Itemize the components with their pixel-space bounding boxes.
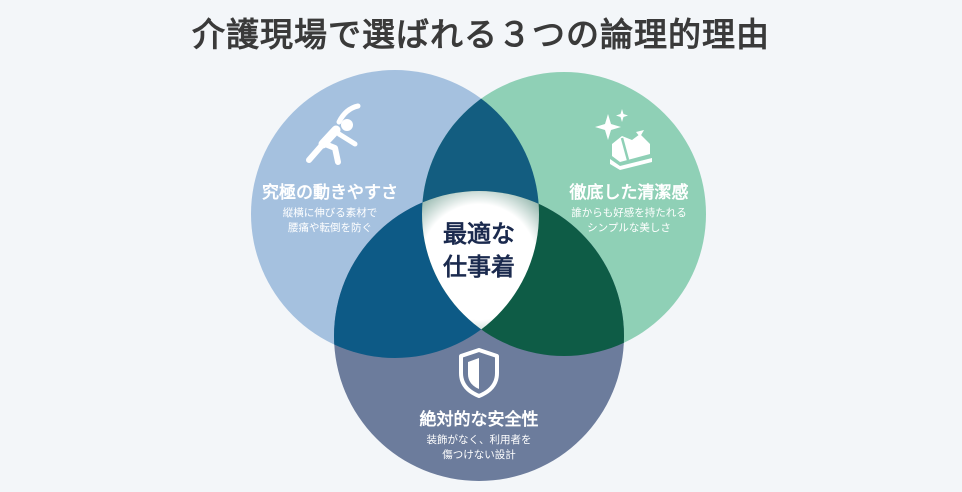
center-line-2: 仕事着 (443, 253, 515, 281)
shield-icon (459, 348, 499, 398)
label-cleanliness: 徹底した清潔感 誰からも好感を持たれる シンプルな美しさ (544, 178, 714, 236)
sub-cleanliness-1: 誰からも好感を持たれる (571, 207, 687, 219)
heading-mobility: 究極の動きやすさ (262, 183, 398, 203)
sparkling-folded-clothes-icon (595, 109, 652, 170)
page-title: 介護現場で選ばれる３つの論理的理由 (192, 15, 770, 54)
label-mobility: 究極の動きやすさ 縦横に伸びる素材で 腰痛や転倒を防ぐ (250, 178, 410, 236)
sub-mobility-1: 縦横に伸びる素材で (282, 207, 378, 219)
heading-cleanliness: 徹底した清潔感 (569, 183, 689, 203)
sub-mobility-2: 腰痛や転倒を防ぐ (288, 222, 372, 234)
label-safety: 絶対的な安全性 装飾がなく、利用者を 傷つけない設計 (399, 405, 559, 463)
center-line-1: 最適な (443, 220, 515, 248)
sub-safety-1: 装飾がなく、利用者を (426, 434, 532, 446)
sub-cleanliness-2: シンプルな美しさ (587, 222, 671, 234)
center-label: 最適な 仕事着 (405, 218, 553, 284)
heading-safety: 絶対的な安全性 (419, 410, 539, 430)
sub-safety-2: 傷つけない設計 (442, 449, 516, 461)
stretching-person-icon (306, 103, 361, 165)
